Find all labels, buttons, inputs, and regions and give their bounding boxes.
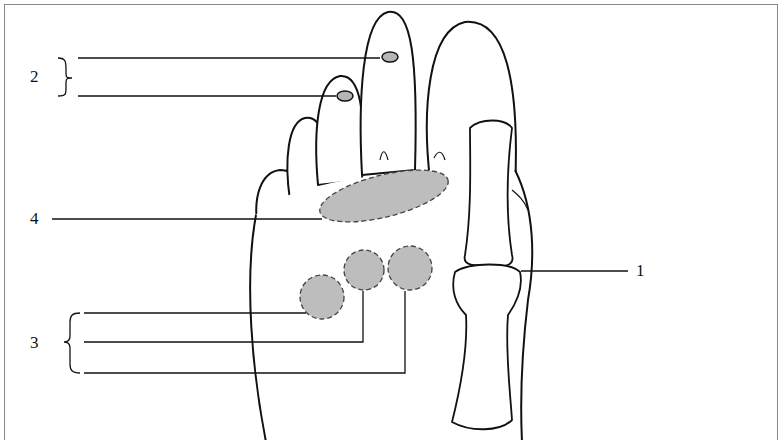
- callout-number: 4: [30, 210, 39, 227]
- callout-number: 2: [30, 68, 39, 85]
- callout-number: 3: [30, 334, 39, 351]
- callout-number: 1: [636, 262, 645, 279]
